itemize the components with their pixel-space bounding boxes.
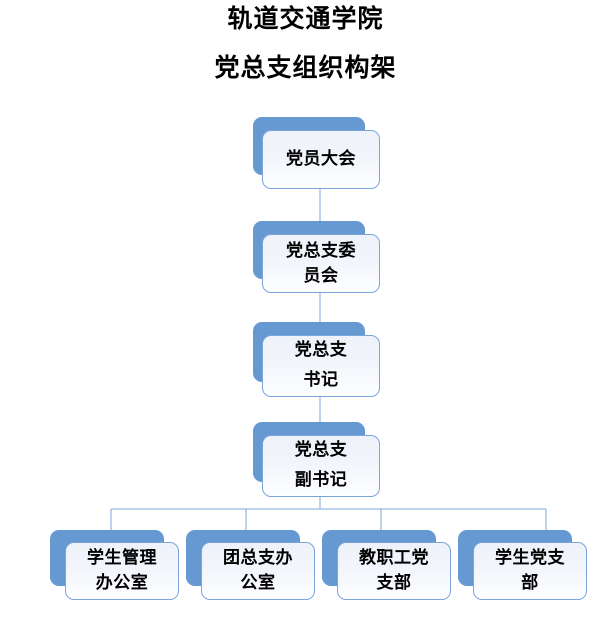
node-student-affairs-office[interactable]: 学生管理 办公室 <box>50 530 180 600</box>
node-card[interactable]: 党总支委 员会 <box>262 234 380 293</box>
node-label-branch-secretary: 党总支 书记 <box>294 340 348 390</box>
node-label-deputy-secretary: 党总支 副书记 <box>294 440 348 490</box>
node-branch-secretary[interactable]: 党总支 书记 <box>253 322 380 397</box>
node-label-branch-committee: 党总支委 员会 <box>286 240 356 286</box>
node-card[interactable]: 学生管理 办公室 <box>65 542 179 600</box>
node-branch-committee[interactable]: 党总支委 员会 <box>253 221 380 294</box>
node-label-student-party-branch: 学生党支 部 <box>495 548 565 593</box>
node-youth-league-office[interactable]: 团总支办 公室 <box>186 530 316 600</box>
node-card[interactable]: 教职工党 支部 <box>337 542 451 600</box>
node-label-party-congress: 党员大会 <box>286 149 356 170</box>
node-party-congress[interactable]: 党员大会 <box>253 117 380 189</box>
node-label-staff-party-branch: 教职工党 支部 <box>359 548 429 593</box>
node-deputy-secretary[interactable]: 党总支 副书记 <box>253 422 380 497</box>
node-card[interactable]: 学生党支 部 <box>473 542 587 600</box>
node-label-youth-league-office: 团总支办 公室 <box>223 548 293 593</box>
node-card[interactable]: 党员大会 <box>262 130 380 189</box>
node-label-student-affairs-office: 学生管理 办公室 <box>87 548 157 593</box>
node-student-party-branch[interactable]: 学生党支 部 <box>458 530 588 600</box>
node-card[interactable]: 团总支办 公室 <box>201 542 315 600</box>
node-card[interactable]: 党总支 书记 <box>262 335 380 397</box>
node-card[interactable]: 党总支 副书记 <box>262 435 380 497</box>
node-staff-party-branch[interactable]: 教职工党 支部 <box>322 530 452 600</box>
